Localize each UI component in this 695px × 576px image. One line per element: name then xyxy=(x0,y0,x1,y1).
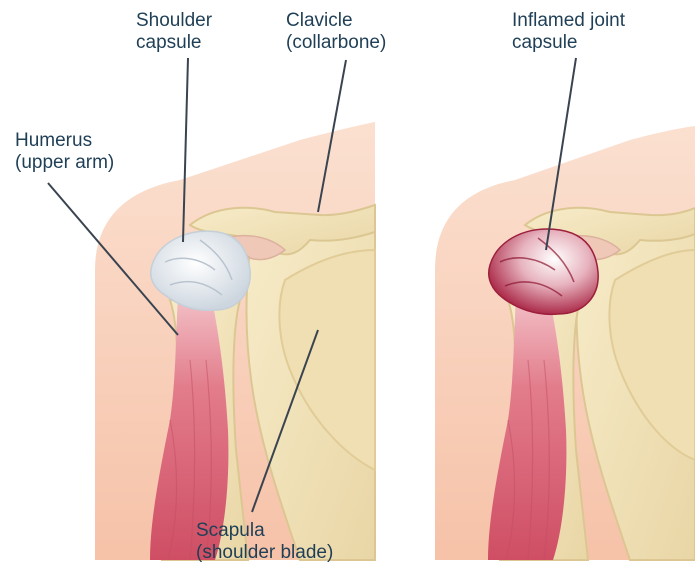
inflamed-shoulder xyxy=(435,126,695,560)
label-shoulder-capsule: Shoulder capsule xyxy=(136,10,212,54)
label-inflamed-capsule: Inflamed joint capsule xyxy=(512,10,625,54)
label-clavicle: Clavicle (collarbone) xyxy=(286,10,386,54)
normal-shoulder xyxy=(95,122,375,560)
label-scapula: Scapula (shoulder blade) xyxy=(196,520,333,564)
label-humerus: Humerus (upper arm) xyxy=(15,130,114,174)
